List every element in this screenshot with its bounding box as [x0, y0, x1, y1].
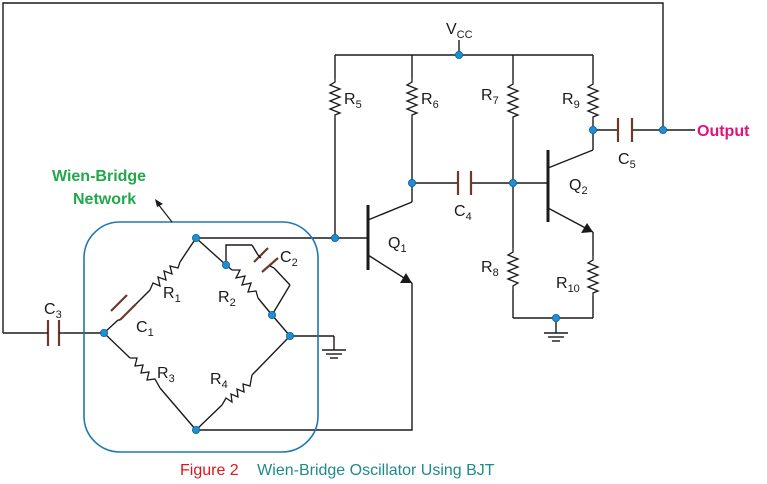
- label-r7: R7: [481, 87, 499, 107]
- resistor-r4: [221, 374, 253, 406]
- label-c4: C4: [454, 203, 472, 223]
- capacitor-c2: [253, 247, 269, 263]
- resistor-r1: [149, 261, 181, 291]
- label-r2: R2: [218, 289, 236, 309]
- transistor-q2: [546, 149, 594, 240]
- network-pointer: [157, 203, 173, 223]
- label-r10: R10: [556, 275, 580, 295]
- network-label-line2: Network: [73, 191, 136, 208]
- label-r5: R5: [344, 91, 362, 111]
- output-label: Output: [697, 123, 750, 140]
- ground-symbol-bridge: [322, 349, 346, 359]
- transistor-q1: [366, 201, 413, 284]
- resistor-r9: [586, 80, 600, 120]
- capacitors: [44, 118, 634, 346]
- label-c3: C3: [44, 301, 62, 321]
- label-c1: C1: [136, 319, 154, 339]
- vcc-label: VCC: [446, 21, 473, 41]
- figure-caption: Figure 2 Wien-Bridge Oscillator Using BJ…: [180, 462, 495, 479]
- caption-title: Wien-Bridge Oscillator Using BJT: [257, 462, 495, 479]
- resistor-r3: [130, 357, 161, 389]
- label-c5: C5: [618, 151, 636, 171]
- resistors: [130, 78, 600, 406]
- resistor-r10: [586, 256, 600, 296]
- label-q1: Q1: [388, 235, 407, 255]
- resistor-r8: [506, 248, 520, 290]
- label-r6: R6: [421, 91, 439, 111]
- label-r1: R1: [163, 285, 181, 305]
- label-r9: R9: [562, 91, 580, 111]
- label-r8: R8: [481, 259, 499, 279]
- label-r4: R4: [210, 371, 228, 391]
- capacitor-c1: [110, 294, 128, 312]
- resistor-r5: [328, 78, 342, 118]
- caption-figure-number: Figure 2: [180, 462, 239, 479]
- wires: [2, 2, 695, 431]
- ground-symbol-q2: [544, 332, 568, 342]
- label-q2: Q2: [569, 177, 588, 197]
- junction-nodes: [100, 51, 668, 434]
- label-r3: R3: [157, 365, 175, 385]
- resistor-r2: [232, 269, 259, 299]
- resistor-r6: [405, 78, 419, 118]
- label-c2: C2: [280, 249, 298, 269]
- network-label-line1: Wien-Bridge: [52, 168, 146, 185]
- wien-bridge-network-box: [83, 221, 319, 453]
- resistor-r7: [506, 80, 520, 120]
